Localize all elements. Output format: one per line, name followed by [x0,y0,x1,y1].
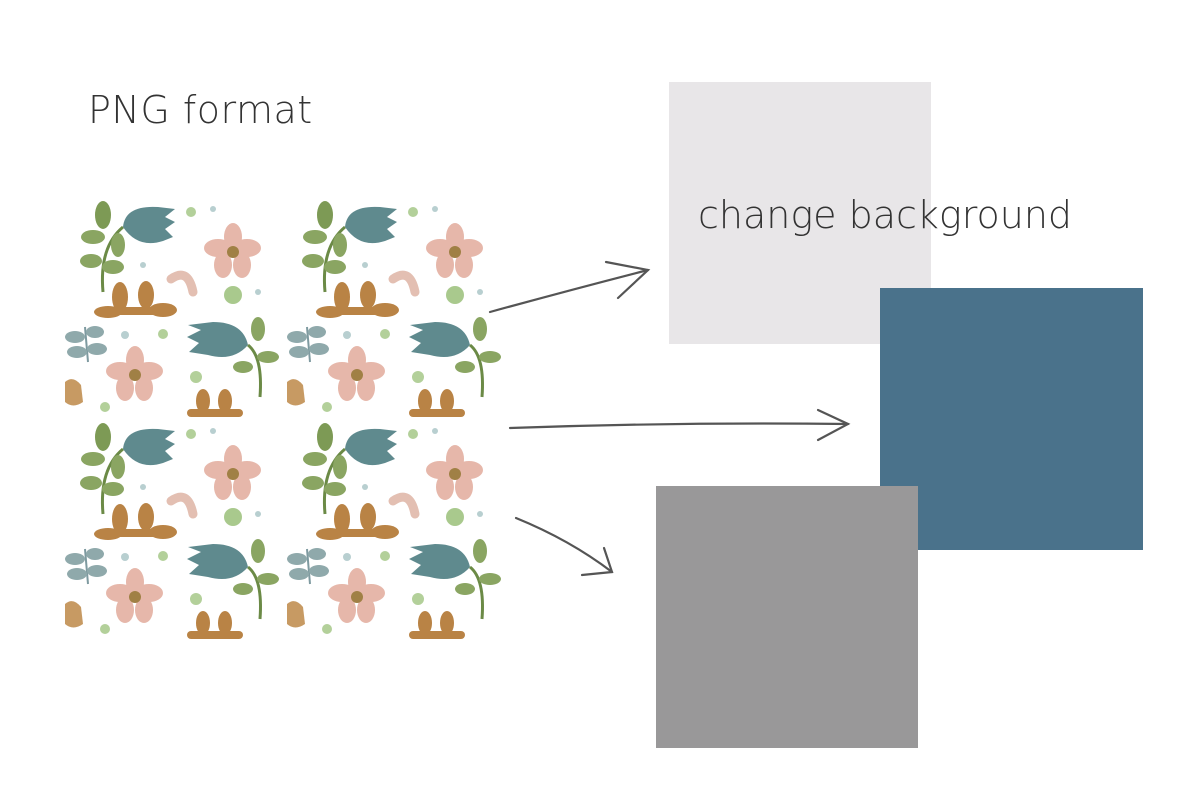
gray-background-swatch [656,486,918,748]
arrow-to-blue-icon [508,408,851,442]
blue-background-swatch [880,288,1143,550]
arrow-to-gray-icon [514,516,614,577]
change-background-label: change background [698,193,1073,237]
arrow-to-light-icon [488,260,651,314]
floral-pattern-image [63,197,507,641]
format-title: PNG format [88,88,313,132]
